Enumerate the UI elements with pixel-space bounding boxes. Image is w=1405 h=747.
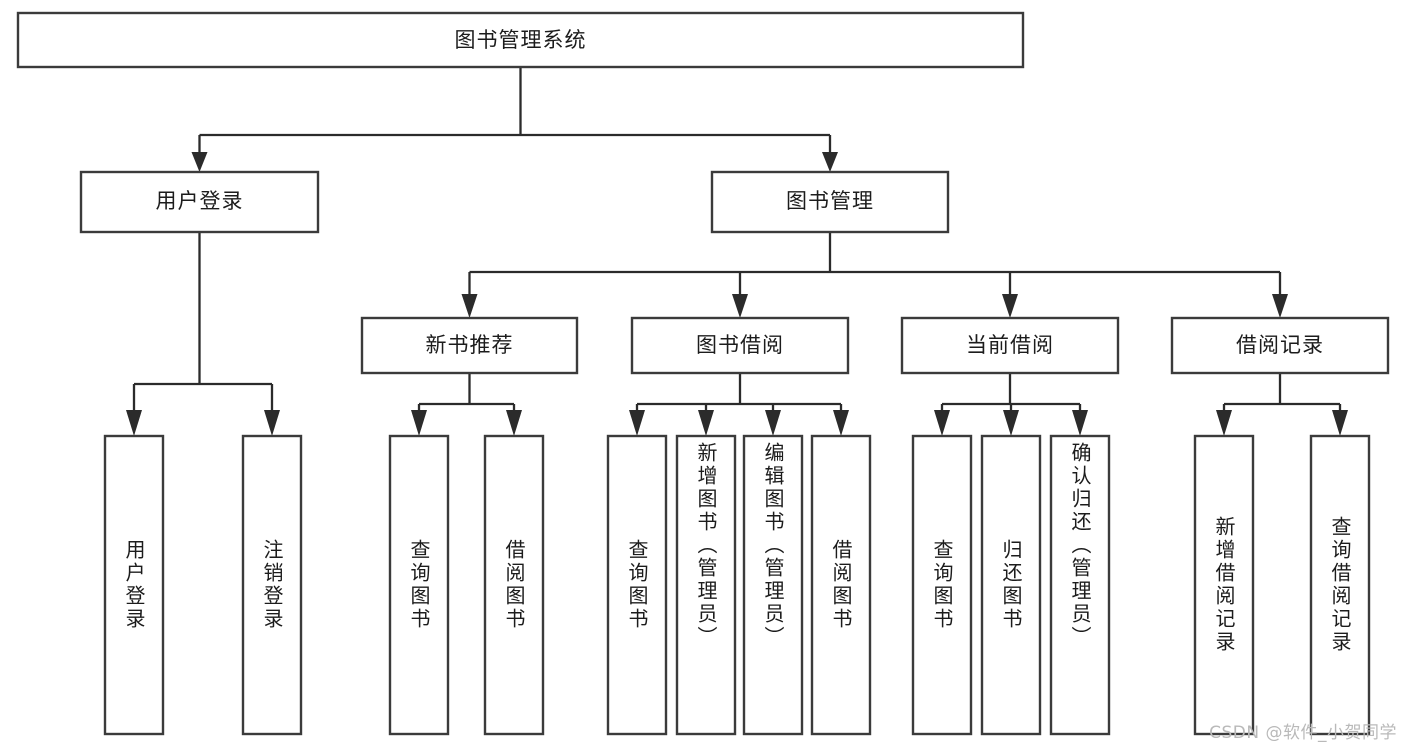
- arrow-icon-book-borrow: [732, 294, 748, 318]
- node-root-label: 图书管理系统: [455, 28, 587, 52]
- arrow-icon-book-manage: [822, 152, 838, 172]
- leaf-box-current-borrow-3[interactable]: [1049, 434, 1111, 736]
- leaf-box-new-book-2[interactable]: [483, 434, 545, 736]
- node-book-borrow-label: 图书借阅: [696, 333, 784, 357]
- arrow-icon-br-leaf-1: [1216, 410, 1232, 436]
- node-user-login[interactable]: 用户登录: [79, 170, 320, 234]
- arrow-icon-nb-leaf-1: [411, 410, 427, 436]
- leaf-box-current-borrow-1[interactable]: [911, 434, 973, 736]
- arrow-icon-nb-leaf-2: [506, 410, 522, 436]
- arrow-icon-current-borrow: [1002, 294, 1018, 318]
- node-root-box[interactable]: [16, 11, 1025, 69]
- leaf-box-book-borrow-4[interactable]: [810, 434, 872, 736]
- node-user-login-label: 用户登录: [156, 189, 244, 213]
- node-current-borrow-label: 当前借阅: [966, 333, 1054, 357]
- arrow-icon-user-login: [191, 152, 208, 172]
- leaf-box-book-borrow-1[interactable]: [606, 434, 668, 736]
- leaf-box-borrow-record-1[interactable]: [1193, 434, 1255, 736]
- node-borrow-record-box[interactable]: [1170, 316, 1390, 375]
- arrow-icon-cb-leaf-2: [1003, 410, 1019, 436]
- node-current-borrow-box[interactable]: [900, 316, 1120, 375]
- leaf-box-user-login-2[interactable]: [241, 434, 303, 736]
- connector-layer: [126, 67, 1348, 436]
- leaf-box-book-borrow-3[interactable]: [742, 434, 804, 736]
- arrow-icon-bb-leaf-4: [833, 410, 849, 436]
- node-user-login-box[interactable]: [79, 170, 320, 234]
- node-borrow-record-label: 借阅记录: [1236, 333, 1324, 357]
- leaf-box-layer: [103, 434, 1371, 736]
- node-book-management-label: 图书管理: [786, 189, 874, 213]
- arrow-icon-cb-leaf-3: [1072, 410, 1088, 436]
- arrow-icon-bb-leaf-3: [765, 410, 781, 436]
- leaf-box-user-login-1[interactable]: [103, 434, 165, 736]
- node-new-book-recommend[interactable]: 新书推荐: [360, 316, 579, 375]
- arrow-icon-cb-leaf-1: [934, 410, 950, 436]
- node-new-book-recommend-label: 新书推荐: [426, 333, 514, 357]
- node-root-book-management-system[interactable]: 图书管理系统: [16, 11, 1025, 69]
- node-book-borrow-box[interactable]: [630, 316, 850, 375]
- node-borrow-record[interactable]: 借阅记录: [1170, 316, 1390, 375]
- node-book-borrow[interactable]: 图书借阅: [630, 316, 850, 375]
- leaf-box-new-book-1[interactable]: [388, 434, 450, 736]
- arrow-icon-ul-leaf-1: [126, 410, 142, 436]
- arrow-icon-ul-leaf-2: [264, 410, 280, 436]
- arrow-icon-br-leaf-2: [1332, 410, 1348, 436]
- node-current-borrow[interactable]: 当前借阅: [900, 316, 1120, 375]
- arrow-icon-borrow-record: [1272, 294, 1288, 318]
- arrow-icon-new-book: [461, 294, 478, 318]
- node-new-book-recommend-box[interactable]: [360, 316, 579, 375]
- node-book-management-box[interactable]: [710, 170, 950, 234]
- arrow-icon-bb-leaf-2: [698, 410, 714, 436]
- node-book-management[interactable]: 图书管理: [710, 170, 950, 234]
- arrow-icon-bb-leaf-1: [629, 410, 645, 436]
- leaf-box-book-borrow-2[interactable]: [675, 434, 737, 736]
- leaf-box-borrow-record-2[interactable]: [1309, 434, 1371, 736]
- watermark-credit: CSDN @软件_小贺同学: [1209, 723, 1397, 743]
- leaf-box-current-borrow-2[interactable]: [980, 434, 1042, 736]
